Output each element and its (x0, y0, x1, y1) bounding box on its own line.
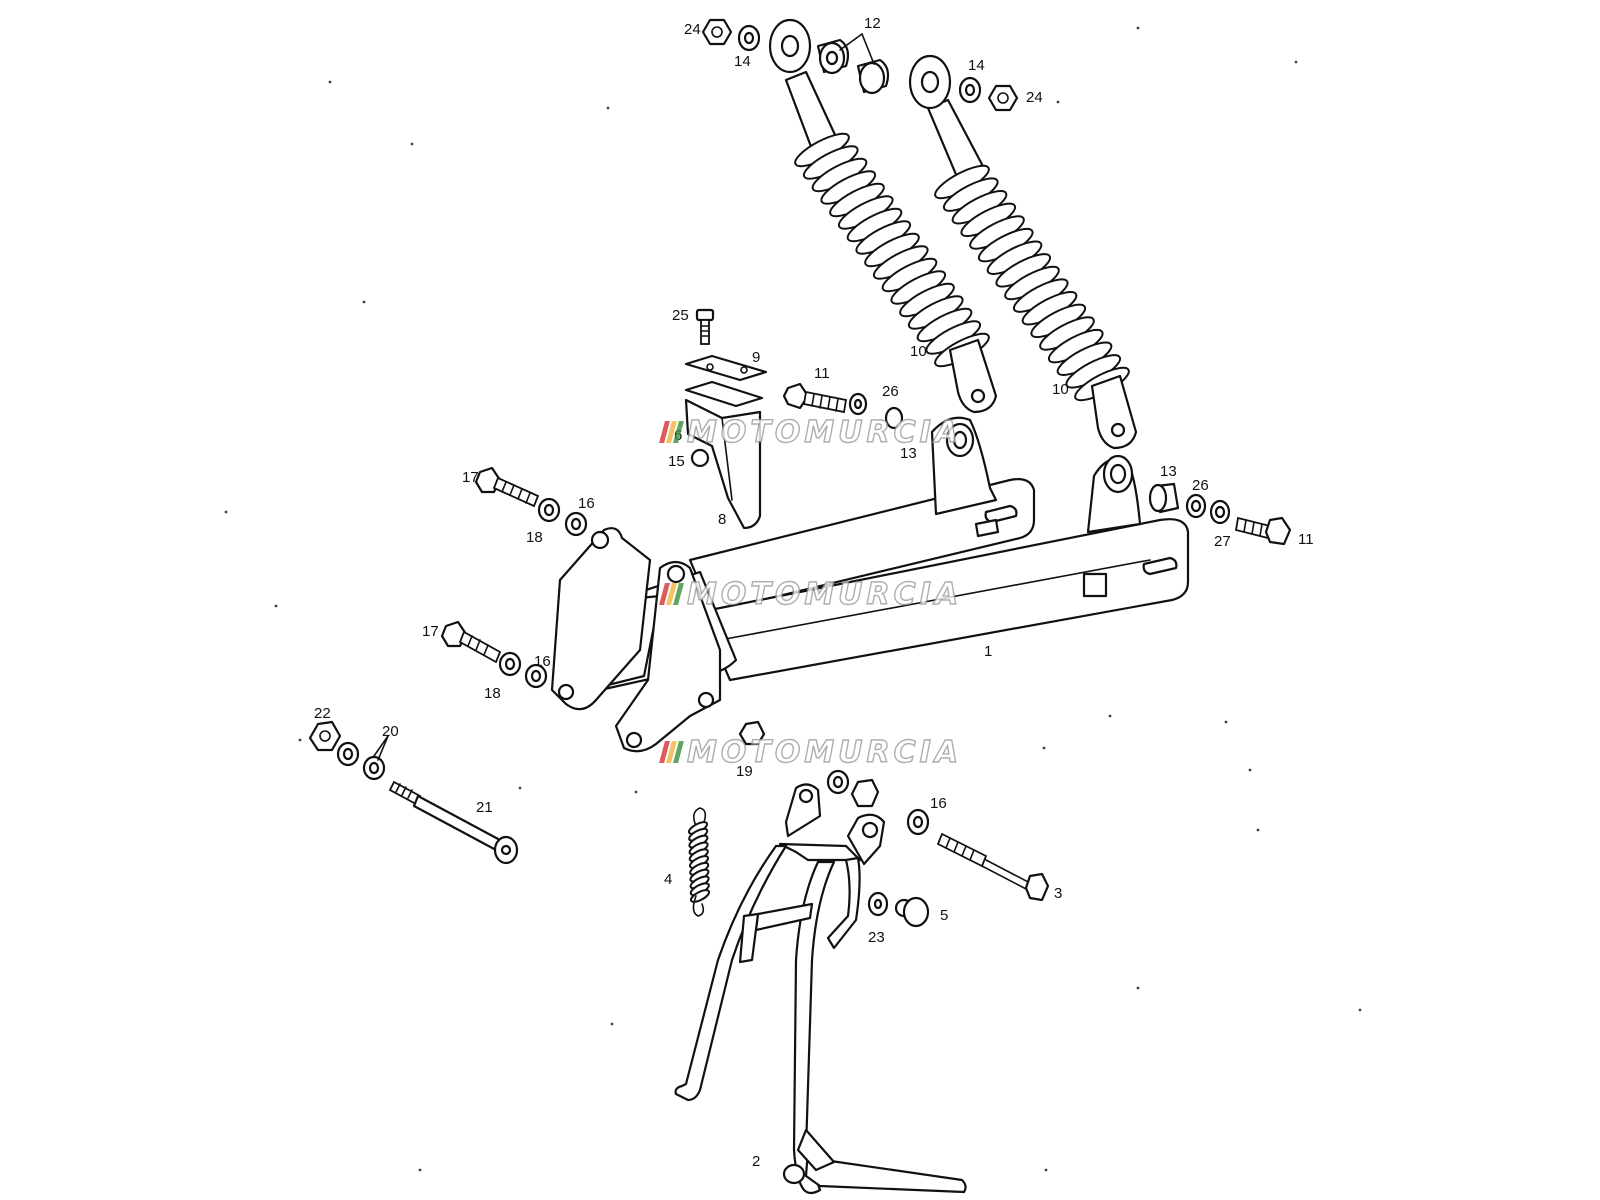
leader-lines (373, 33, 875, 761)
long-bolt-21 (388, 780, 519, 865)
bushing-12-left (816, 38, 850, 75)
label-20: 20 (382, 723, 399, 740)
watermark-text: MOTOMURCIA (686, 734, 963, 770)
label-23: 23 (868, 929, 885, 946)
washer-26-right (1185, 493, 1207, 519)
nut-24-right (987, 84, 1019, 112)
label-25: 25 (672, 307, 689, 324)
bolt-17-lower (440, 620, 502, 664)
label-14-top-right: 14 (968, 57, 985, 74)
label-5: 5 (940, 907, 949, 924)
label-16-bottom: 16 (930, 795, 947, 812)
label-3: 3 (1054, 885, 1063, 902)
pin-15 (690, 448, 710, 468)
watermark-top: MOTOMURCIA (659, 414, 963, 450)
washer-16-lower (524, 663, 548, 689)
swingarm-frame-1 (550, 416, 1190, 753)
washer-26-top (848, 392, 868, 416)
washer-13-top (884, 406, 904, 430)
plate-9 (684, 354, 768, 408)
bracket-8 (684, 398, 762, 530)
washer-14-right (958, 76, 982, 104)
washer-23 (867, 891, 889, 917)
nut-19b (850, 778, 880, 808)
nut-22 (308, 720, 342, 752)
label-16-lower: 16 (534, 653, 551, 670)
washer-19a (826, 769, 850, 795)
label-26-top: 26 (882, 383, 899, 400)
spacer-13-right (1148, 482, 1180, 514)
label-10-left: 10 (910, 343, 927, 360)
label-12: 12 (864, 15, 881, 32)
washer-14-left (737, 24, 761, 52)
label-13-right: 13 (1160, 463, 1177, 480)
washer-20a (336, 741, 360, 767)
label-21: 21 (476, 799, 493, 816)
flag-icon (659, 741, 686, 763)
bolt-11-top (782, 382, 848, 414)
center-stand-2 (674, 783, 967, 1195)
label-11-top: 11 (814, 365, 830, 382)
label-15: 15 (668, 453, 685, 470)
watermark-bottom: MOTOMURCIA (659, 734, 963, 770)
bolt-25 (695, 308, 715, 345)
label-14-top-left: 14 (734, 53, 751, 70)
washer-20b (362, 755, 386, 781)
label-13-top: 13 (900, 445, 917, 462)
shock-absorber-right (908, 54, 1138, 450)
label-2: 2 (752, 1153, 761, 1170)
label-8: 8 (718, 511, 727, 528)
label-19: 19 (736, 763, 753, 780)
label-18-lower: 18 (484, 685, 501, 702)
bolt-11-right (1234, 516, 1292, 546)
label-22: 22 (314, 705, 331, 722)
bolt-3 (936, 832, 1050, 902)
label-17-lower: 17 (422, 623, 439, 640)
label-16-upper: 16 (578, 495, 595, 512)
label-9: 9 (752, 349, 761, 366)
label-26-right: 26 (1192, 477, 1209, 494)
washer-27 (1209, 499, 1231, 525)
label-10-right: 10 (1052, 381, 1069, 398)
shock-absorber-left (768, 18, 998, 414)
label-4: 4 (664, 871, 673, 888)
watermark-text: MOTOMURCIA (686, 576, 963, 612)
label-24-top-right: 24 (1026, 89, 1043, 106)
label-18-upper: 18 (526, 529, 543, 546)
spring-4 (687, 807, 711, 917)
washer-18-lower (498, 651, 522, 677)
flag-icon (659, 583, 686, 605)
washer-16-bottom (906, 808, 930, 836)
label-27: 27 (1214, 533, 1231, 550)
label-17-upper: 17 (462, 469, 479, 486)
bushing-12-right (856, 58, 890, 95)
watermark-middle: MOTOMURCIA (659, 576, 963, 612)
washer-16-upper (564, 511, 588, 537)
flag-icon (659, 421, 686, 443)
nut-19 (738, 720, 766, 746)
scan-dots (224, 26, 1362, 1172)
washer-18-upper (537, 497, 561, 523)
nut-24-left (701, 18, 733, 46)
bolt-17-upper (474, 466, 540, 508)
bushing-5 (894, 896, 930, 928)
label-11-right: 11 (1298, 531, 1314, 548)
label-1: 1 (984, 643, 993, 660)
watermark-text: MOTOMURCIA (686, 414, 963, 450)
label-24-top-left: 24 (684, 21, 701, 38)
